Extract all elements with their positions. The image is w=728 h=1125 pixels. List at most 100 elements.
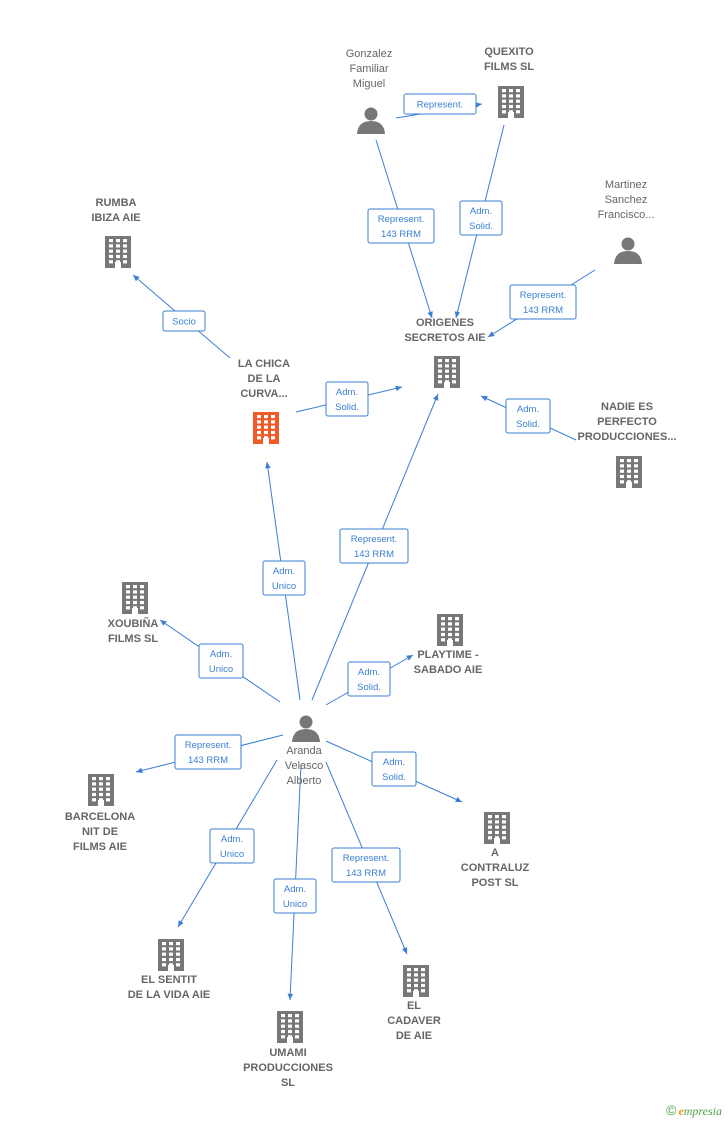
edge-label-box[interactable] [273, 878, 317, 914]
node-label: UMAMI [269, 1047, 306, 1059]
edge-label-text: Adm. [284, 884, 306, 895]
node-label: FILMS SL [108, 633, 158, 645]
edge-gonzalez-to-quexito: Represent. [395, 93, 483, 119]
edge-label-text: Represent. [185, 740, 231, 751]
edge-aranda-to-lachica: Adm.Unico [262, 461, 306, 701]
building-icon [437, 614, 463, 646]
edge-label-text: Represent. [343, 853, 389, 864]
footer-brand: ©empresia [666, 1102, 722, 1119]
node-label: LA CHICA [238, 358, 290, 370]
node-rumba[interactable]: RUMBA IBIZA AIE [91, 197, 141, 268]
brand-initial: e [678, 1104, 684, 1118]
edge-lachica-to-rumba: Socio [132, 274, 231, 359]
edge-label-box[interactable] [162, 310, 206, 332]
edge-label-box[interactable] [403, 93, 477, 115]
person-icon [357, 107, 385, 134]
edge-label-text: Adm. [210, 649, 232, 660]
edge-label-box[interactable] [371, 751, 417, 787]
building-icon [434, 356, 460, 388]
edge-martinez-to-origenes: Represent.143 RRM [487, 269, 596, 338]
node-label: SABADO AIE [414, 664, 483, 676]
edge-label-text: Adm. [336, 387, 358, 398]
building-icon [498, 86, 524, 118]
node-label: A [491, 847, 499, 859]
edge-label-text: Represent. [351, 534, 397, 545]
node-lachica[interactable]: LA CHICA DE LA CURVA... [238, 358, 290, 444]
node-label: PERFECTO [597, 416, 657, 428]
node-label: NADIE ES [601, 401, 653, 413]
edge-label-box[interactable] [198, 643, 244, 679]
node-label: QUEXITO [484, 46, 534, 58]
edge-label-box[interactable] [331, 847, 401, 883]
person-icon [614, 237, 642, 264]
edge-label-text: 143 RRM [381, 229, 421, 240]
edge-label-text: 143 RRM [346, 868, 386, 879]
node-label: RUMBA [96, 197, 137, 209]
edges-layer: Represent. Represent. 143 RRM Adm. Solid. Rep… [132, 93, 596, 1001]
building-icon [484, 812, 510, 844]
node-label: Sanchez [605, 194, 648, 206]
building-icon [277, 1011, 303, 1043]
edge-aranda-to-contraluz: Adm.Solid. [325, 740, 463, 803]
edge-gonzalez-to-origenes: Represent.143 RRM [367, 139, 435, 319]
node-martinez[interactable]: MartinezSanchezFrancisco... [598, 179, 655, 264]
edge-label-box[interactable] [459, 200, 503, 236]
building-icon [616, 456, 642, 488]
node-label: SL [281, 1077, 295, 1089]
building-icon [158, 939, 184, 971]
edge-label-text: Adm. [383, 757, 405, 768]
node-label: SECRETOS AIE [404, 332, 485, 344]
node-label: Miguel [353, 78, 385, 90]
edge-quexito-to-origenes: Adm.Solid. [454, 124, 505, 319]
edge-label-box[interactable] [325, 381, 369, 417]
node-label: Alberto [287, 775, 322, 787]
node-nadie[interactable]: NADIE ESPERFECTOPRODUCCIONES... [577, 401, 677, 488]
edge-aranda-to-origenes: Represent. 143 RRM [311, 393, 439, 701]
node-label: NIT DE [82, 826, 118, 838]
node-label: DE LA [248, 373, 281, 385]
edge-label-text: Unico [272, 581, 296, 592]
building-icon [253, 412, 279, 444]
building-icon [122, 582, 148, 614]
edge-label-box[interactable] [262, 560, 306, 596]
node-label: Gonzalez [346, 48, 392, 60]
node-sentit[interactable]: EL SENTIT DE LA VIDA AIE [128, 939, 211, 1001]
node-label: FILMS AIE [73, 841, 127, 853]
edge-label-box[interactable] [509, 284, 577, 320]
edge-label-box[interactable] [505, 398, 551, 434]
building-icon [105, 236, 131, 268]
node-label: EL SENTIT [141, 974, 197, 986]
edge-label-text: Solid. [357, 682, 381, 693]
edge-label-box[interactable] [339, 528, 409, 564]
building-icon [403, 965, 429, 997]
node-playtime[interactable]: PLAYTIME -SABADO AIE [414, 614, 483, 676]
edge-label-text: Represent. [520, 290, 566, 301]
edge-label-box[interactable] [174, 734, 242, 770]
node-label: BARCELONA [65, 811, 135, 823]
edge-label-text: Adm. [358, 667, 380, 678]
edge-label-text: Solid. [516, 419, 540, 430]
edge-aranda-to-playtime: Adm. Solid. [325, 654, 414, 706]
edge-label-text: Adm. [517, 404, 539, 415]
node-label: Aranda [286, 745, 322, 757]
node-label: DE LA VIDA AIE [128, 989, 211, 1001]
edge-label-box[interactable] [209, 828, 255, 864]
node-label: CONTRALUZ [461, 862, 530, 874]
edge-label-box[interactable] [367, 208, 435, 244]
brand-name: mpresia [683, 1104, 722, 1118]
node-barcelona[interactable]: BARCELONA NIT DE FILMS AIE [65, 774, 135, 853]
building-icon [88, 774, 114, 806]
node-label: CURVA... [240, 388, 287, 400]
edge-label-box[interactable] [347, 661, 391, 697]
node-label: IBIZA AIE [91, 212, 140, 224]
edge-label-text: 143 RRM [354, 549, 394, 560]
